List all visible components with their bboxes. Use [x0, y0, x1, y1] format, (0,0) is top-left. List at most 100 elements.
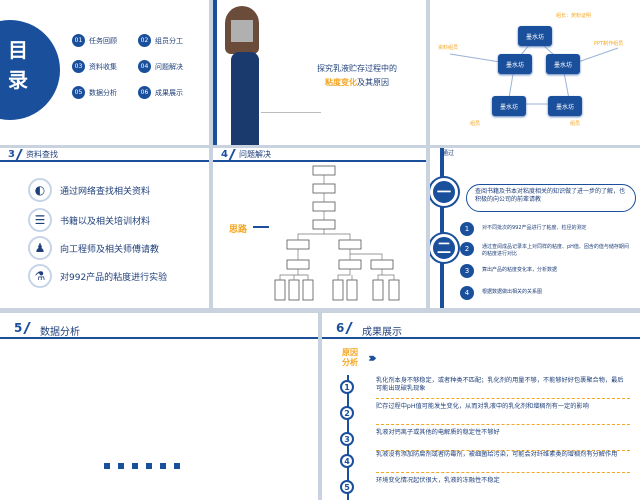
research-item[interactable]: ♟ 向工程师及相关师傅请教	[28, 236, 159, 260]
topic-title: 探究乳液贮存过程中的 粘度变化及其原因	[297, 62, 417, 90]
result-item[interactable]: 3 乳液对钙离子或其他的电解质的稳定性不够好	[340, 429, 630, 451]
idea-pointer	[253, 226, 269, 228]
cause-analysis-label: 原因 分析	[342, 348, 358, 368]
team-node[interactable]: 墨水坊	[492, 96, 526, 116]
toc-item-number: 03	[72, 60, 85, 73]
team-node[interactable]: 墨水坊	[518, 26, 552, 46]
steps-intro: 查阅书籍及书本对粘度相关的知识做了进一步的了解，也积极的向公司的前辈请教	[466, 184, 636, 212]
stage-two-badge: 二	[430, 234, 458, 262]
results-slide[interactable]: 6 成果展示 原因 分析 ››››› 1 乳化剂本身不够稳定，或者种类不匹配；乳…	[322, 313, 640, 500]
toc-item-number: 06	[138, 86, 151, 99]
toc-item-number: 01	[72, 34, 85, 47]
steps-header: 通过	[442, 150, 455, 157]
toc-item[interactable]: 01 任务回顾	[72, 34, 117, 47]
research-slide[interactable]: 3 资料查找 ◐ 通过网络查找相关资料 ☰ 书籍以及相关培训材料 ♟ 向工程师及…	[0, 148, 209, 308]
toc-item-label: 成果展示	[155, 88, 183, 97]
toc-item[interactable]: 03 资料收集	[72, 60, 117, 73]
result-item[interactable]: 1 乳化剂本身不够稳定，或者种类不匹配；乳化剂的用量不够，不能够好好包裹聚合物，…	[340, 377, 630, 399]
result-divider	[376, 450, 630, 451]
result-divider	[376, 398, 630, 399]
globe-icon: ◐	[28, 178, 52, 202]
step-number: 4	[460, 286, 474, 300]
result-divider	[376, 424, 630, 425]
divider	[261, 112, 321, 113]
accent-bar	[213, 0, 217, 145]
toc-title-badge: 目 录	[0, 20, 60, 120]
team-node[interactable]: 墨水坊	[546, 54, 580, 74]
research-item-text: 对992产品的粘度进行实验	[60, 272, 168, 283]
toc-item-label: 资料收集	[89, 62, 117, 71]
header-rule	[0, 337, 318, 339]
toc-item[interactable]: 05 数据分析	[72, 86, 117, 99]
node-label: 组员	[570, 121, 581, 127]
research-item[interactable]: ☰ 书籍以及相关培训材料	[28, 208, 150, 232]
research-item[interactable]: ⚗ 对992产品的粘度进行实验	[28, 264, 167, 288]
step-text: 通过查阅成品记录本上对同样的粘度、pH值、固含的值与储存期间的粘度进行对比	[482, 244, 629, 257]
toc-item[interactable]: 04 问题解决	[138, 60, 183, 73]
lab-icon: ⚗	[28, 264, 52, 288]
books-icon: ☰	[28, 208, 52, 232]
result-text: 贮存过程中pH值可能发生变化，从而对乳液中的乳化剂和增稠剂有一定的影响	[376, 403, 589, 410]
step-text: 算出产品的粘度变化率，分析数据	[482, 267, 558, 273]
result-number: 4	[340, 454, 354, 468]
chevrons-icon: ›››››	[368, 351, 377, 365]
section-number: 6	[336, 321, 345, 335]
result-text: 乳化剂本身不够稳定，或者种类不匹配；乳化剂的用量不够，不能够好好包裹聚合物，最后…	[376, 377, 624, 392]
header-rule	[213, 160, 426, 162]
research-item-text: 向工程师及相关师傅请教	[60, 244, 160, 255]
stage-one-badge: 一	[430, 178, 458, 206]
toc-item[interactable]: 06 成果展示	[138, 86, 183, 99]
header-rule	[322, 337, 640, 339]
toc-slide[interactable]: 目 录 01 任务回顾 02 组员分工 03 资料收集 04 问题解决 05 数…	[0, 0, 209, 145]
result-divider	[376, 472, 630, 473]
topic-line-2: 及其原因	[357, 78, 389, 87]
result-item[interactable]: 2 贮存过程中pH值可能发生变化，从而对乳液中的乳化剂和增稠剂有一定的影响	[340, 403, 630, 425]
cause-label-1: 原因	[342, 348, 358, 357]
step-number: 3	[460, 264, 474, 278]
result-number: 2	[340, 406, 354, 420]
loading-dot	[160, 463, 166, 469]
section-number: 3	[8, 149, 15, 160]
steps-slide[interactable]: 通过 一 二 查阅书籍及书本对粘度相关的知识做了进一步的了解，也积极的向公司的前…	[430, 148, 640, 308]
toc-item-number: 04	[138, 60, 151, 73]
toc-item-number: 05	[72, 86, 85, 99]
section-title: 数据分析	[40, 327, 80, 338]
data-analysis-slide[interactable]: 5 数据分析	[0, 313, 318, 500]
node-label: 资料组员	[438, 45, 459, 51]
section-number: 5	[14, 321, 23, 335]
result-text: 乳液没有添加防腐剂或者防霉剂，被细菌给污染，可能会对纤维素类的增稠剂有分解作用	[376, 451, 618, 458]
team-network-slide[interactable]: 墨水坊 墨水坊 墨水坊 墨水坊 墨水坊 组长：荧粉证明 PPT制作组员 资料组员…	[430, 0, 640, 145]
node-label: 组员	[470, 121, 481, 127]
result-item[interactable]: 5 环境变化情况起伏很大，乳液的冻融性不稳定	[340, 477, 630, 499]
toc-title-char-1: 目	[8, 38, 28, 62]
idea-label: 思路	[229, 225, 248, 235]
presenter-figure	[231, 52, 259, 145]
result-number: 1	[340, 380, 354, 394]
flowchart	[274, 165, 400, 301]
research-item-text: 书籍以及相关培训材料	[60, 216, 151, 227]
topic-highlight: 粘度变化	[325, 78, 357, 87]
toc-title-char-2: 录	[8, 68, 28, 92]
loading-dot	[174, 463, 180, 469]
loading-dot	[104, 463, 110, 469]
step-text: 根据数据做出相关的关系图	[482, 289, 543, 295]
team-node[interactable]: 墨水坊	[548, 96, 582, 116]
section-title: 问题解决	[239, 150, 271, 159]
result-item[interactable]: 4 乳液没有添加防腐剂或者防霉剂，被细菌给污染，可能会对纤维素类的增稠剂有分解作…	[340, 451, 630, 473]
team-node[interactable]: 墨水坊	[498, 54, 532, 74]
topic-line-1: 探究乳液贮存过程中的	[317, 64, 397, 73]
toc-item-label: 组员分工	[155, 36, 183, 45]
loading-dot	[132, 463, 138, 469]
network-links	[449, 37, 619, 105]
research-item[interactable]: ◐ 通过网络查找相关资料	[28, 178, 150, 202]
section-number: 4	[221, 149, 228, 160]
problem-solving-slide[interactable]: 4 问题解决 思路	[213, 148, 426, 308]
toc-item[interactable]: 02 组员分工	[138, 34, 183, 47]
section-title: 成果展示	[362, 327, 402, 338]
step-number: 2	[460, 242, 474, 256]
research-item-text: 通过网络查找相关资料	[60, 186, 151, 197]
loading-dot	[146, 463, 152, 469]
slash-mark	[23, 322, 31, 334]
result-number: 5	[340, 480, 354, 494]
topic-slide[interactable]: 探究乳液贮存过程中的 粘度变化及其原因	[213, 0, 426, 145]
